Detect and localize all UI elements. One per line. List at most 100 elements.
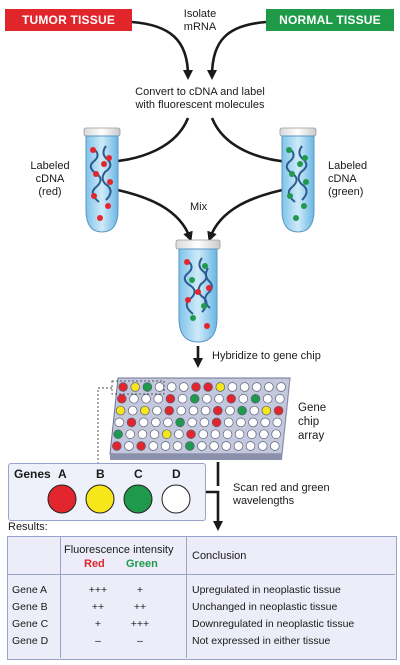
gene-a-dot: [47, 484, 77, 514]
tube-red: [83, 127, 121, 233]
gene-letter-b: B: [96, 467, 105, 481]
chip-dot: [209, 441, 219, 451]
row-gene-d: Gene D: [12, 635, 49, 647]
arrow-red-to-mix: [107, 186, 193, 242]
tumor-tissue-label: TUMOR TISSUE: [5, 9, 132, 31]
chip-dot: [223, 417, 234, 428]
header-conclusion: Conclusion: [192, 550, 247, 562]
chip-dot: [227, 382, 238, 392]
chip-dot: [222, 429, 233, 439]
chip-dot: [236, 417, 246, 428]
chip-dot: [215, 382, 226, 392]
row-d-conclusion: Not expressed in either tissue: [192, 635, 331, 647]
row-b-green: ++: [133, 601, 147, 613]
chip-dot: [260, 417, 270, 428]
header-fluorescence: Fluorescence intensity: [64, 544, 174, 556]
chip-dot: [125, 429, 135, 439]
chip-dot: [177, 394, 188, 404]
chip-dot: [117, 394, 127, 404]
row-a-red: +++: [88, 584, 108, 596]
gene-letter-a: A: [58, 467, 67, 481]
chip-dot: [213, 405, 223, 416]
chip-dot: [124, 441, 134, 451]
gene-d-dot: [161, 484, 191, 514]
chip-dot: [164, 405, 174, 416]
chip-dot: [129, 394, 139, 404]
normal-tissue-label: NORMAL TISSUE: [266, 9, 394, 31]
chip-dot: [114, 417, 125, 428]
chip-dot: [174, 429, 184, 439]
isolate-mrna-text: Isolate mRNA: [183, 8, 217, 33]
gene-b-dot: [85, 484, 115, 514]
chip-dot: [148, 441, 159, 451]
chip-dot: [273, 405, 284, 416]
chip-dot: [138, 417, 149, 428]
hybridize-text: Hybridize to gene chip: [212, 350, 321, 362]
row-c-conclusion: Downregulated in neoplastic tissue: [192, 618, 355, 630]
chip-dot-grid: [112, 382, 286, 451]
row-gene-c: Gene C: [12, 618, 49, 630]
gene-chip: [109, 377, 291, 460]
chip-dot: [161, 429, 172, 439]
gene-chip-array-text: Gene chip array: [298, 402, 327, 442]
arrow-green-to-mix: [207, 186, 293, 242]
chip-dot: [199, 417, 210, 428]
results-table: [7, 536, 397, 660]
chip-dot: [149, 429, 160, 439]
results-text: Results:: [8, 521, 48, 533]
chip-dot: [276, 382, 286, 392]
chip-dot: [197, 441, 207, 451]
chip-dot: [113, 429, 123, 439]
chip-dot: [245, 441, 256, 451]
chip-dot: [188, 405, 199, 416]
convert-label-text: Convert to cDNA and label with fluoresce…: [135, 86, 265, 111]
chip-dot: [185, 441, 195, 451]
row-gene-a: Gene A: [12, 584, 48, 596]
chip-dot: [247, 429, 257, 439]
arrow-normal-to-center: [207, 20, 267, 80]
chip-dot: [200, 405, 211, 416]
chip-dot: [202, 394, 212, 404]
table-col-divider-1: [60, 536, 61, 658]
chip-dot: [251, 382, 262, 392]
chip-dot: [225, 405, 235, 416]
row-c-green: +++: [130, 618, 150, 630]
chip-dot: [126, 417, 137, 428]
chip-dot: [226, 394, 236, 404]
gene-c-dot: [123, 484, 153, 514]
chip-dot: [198, 429, 208, 439]
chip-dot: [272, 417, 283, 428]
row-gene-b: Gene B: [12, 601, 48, 613]
chip-dot: [175, 417, 185, 428]
chip-dot: [118, 382, 128, 392]
chip-dot: [221, 441, 231, 451]
chip-dot: [257, 441, 268, 451]
row-b-red: ++: [91, 601, 105, 613]
chip-dot: [140, 405, 150, 416]
chip-dot: [136, 441, 146, 451]
chip-dot: [142, 382, 153, 392]
chip-dot: [186, 429, 196, 439]
chip-dot: [163, 417, 173, 428]
zoom-connector: [97, 387, 112, 466]
row-a-green: +: [136, 584, 144, 596]
tube-green: [279, 127, 317, 233]
table-col-divider-2: [186, 536, 187, 658]
header-green: Green: [126, 558, 158, 570]
mix-text: Mix: [190, 201, 208, 213]
chip-dot: [214, 394, 224, 404]
arrow-tumor-to-center: [131, 20, 193, 80]
scan-text: Scan red and green wavelengths: [233, 482, 330, 507]
chip-dot: [261, 405, 272, 416]
chip-dot: [233, 441, 244, 451]
table-header-divider: [7, 574, 395, 575]
chip-dot: [165, 394, 176, 404]
chip-dot: [127, 405, 138, 416]
row-a-conclusion: Upregulated in neoplastic tissue: [192, 584, 341, 596]
chip-dot: [137, 429, 148, 439]
row-b-conclusion: Unchanged in neoplastic tissue: [192, 601, 338, 613]
row-d-green: –: [137, 635, 143, 647]
chip-dot: [160, 441, 171, 451]
labeled-cdna-red-text: Labeled cDNA (red): [30, 160, 70, 198]
